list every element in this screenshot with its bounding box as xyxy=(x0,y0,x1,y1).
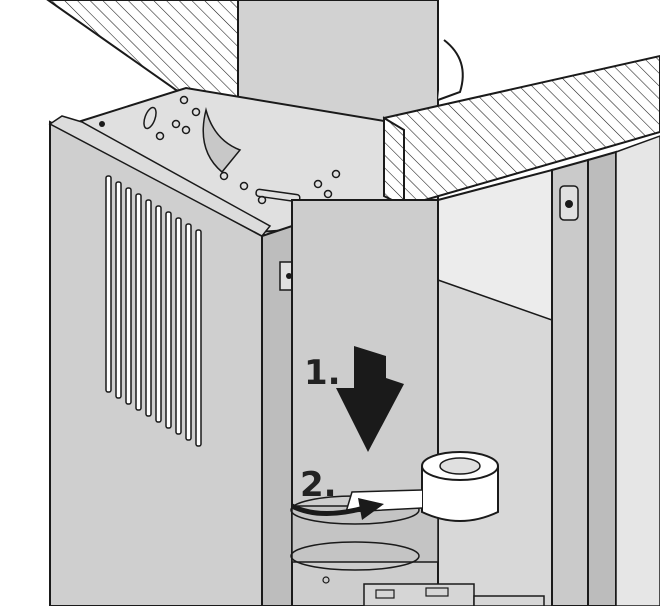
stove-top-plate xyxy=(75,39,464,234)
arrow-down-icon xyxy=(336,346,404,452)
vent-slots xyxy=(105,175,202,447)
bottom-bracket xyxy=(322,576,545,606)
curved-arrow-icon xyxy=(290,498,384,520)
stove-side-panel xyxy=(48,115,272,606)
stove-interior xyxy=(437,168,553,606)
right-frame-column xyxy=(551,135,660,606)
tape-roll xyxy=(344,451,499,522)
step-2-label: 2. xyxy=(300,465,337,505)
ceiling-beam-right xyxy=(382,54,660,208)
step-1-label: 1. xyxy=(304,353,341,393)
front-corner-strip xyxy=(261,224,295,606)
